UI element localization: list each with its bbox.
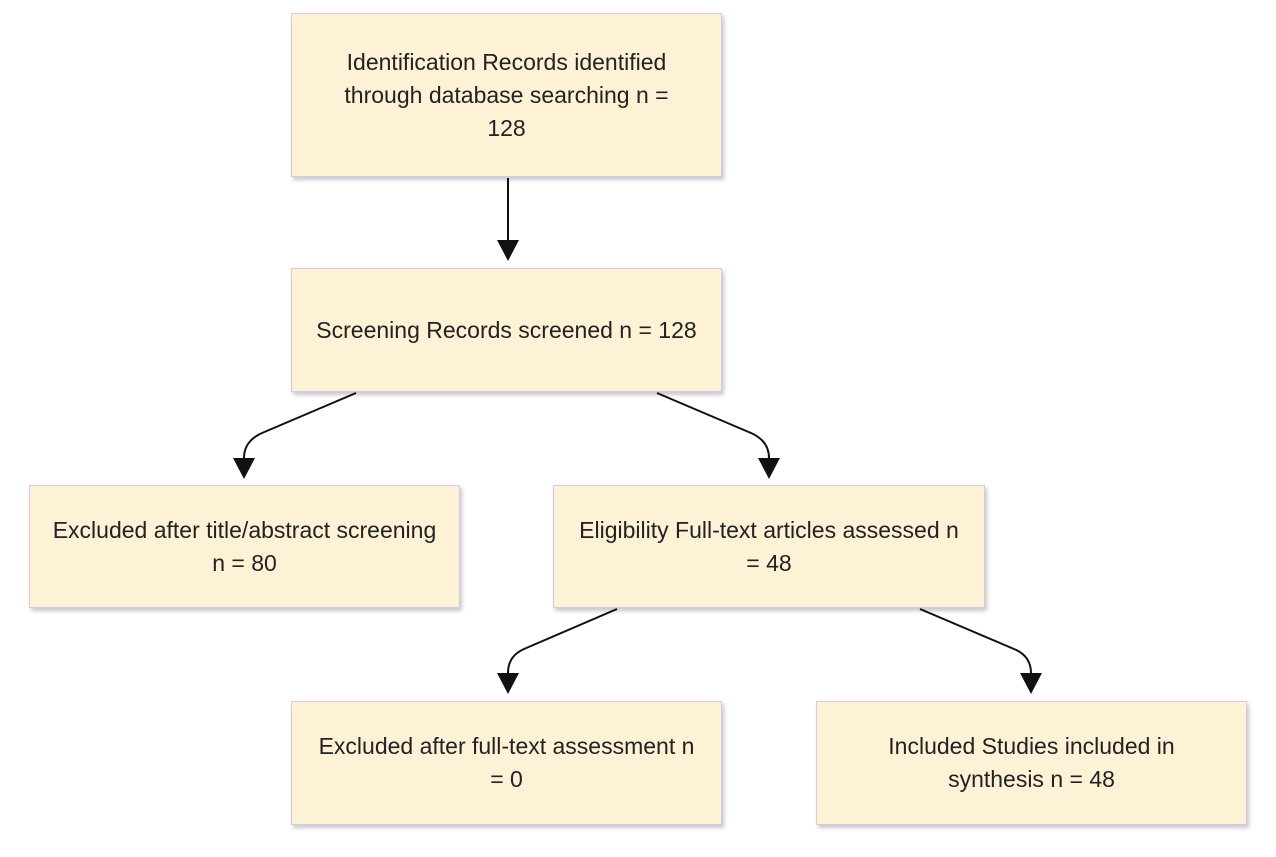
node-excluded-full-text-label: Excluded after full-text assessment n = … bbox=[318, 733, 695, 792]
node-excluded-title-abstract-label: Excluded after title/abstract screening … bbox=[52, 516, 437, 576]
arrowhead-included bbox=[1020, 673, 1042, 694]
edge-eligibility-to-included bbox=[919, 608, 1032, 674]
node-screening-label: Screening Records screened n = 128 bbox=[316, 316, 697, 343]
arrowhead-excluded-full-text bbox=[497, 673, 519, 694]
node-screening: Screening Records screened n = 128 bbox=[291, 268, 722, 392]
edge-screening-to-eligibility bbox=[656, 392, 770, 459]
node-included-label: Included Studies included in synthesis n… bbox=[888, 733, 1175, 792]
node-included: Included Studies included in synthesis n… bbox=[816, 701, 1247, 825]
node-identification-label: Identification Records identified throug… bbox=[344, 48, 669, 141]
edge-eligibility-to-excluded-full-text bbox=[507, 608, 618, 674]
node-eligibility-label: Eligibility Full-text articles assessed … bbox=[579, 516, 959, 576]
arrowhead-eligibility bbox=[758, 458, 780, 479]
node-eligibility: Eligibility Full-text articles assessed … bbox=[553, 485, 985, 608]
arrowhead-screening bbox=[497, 240, 519, 261]
node-excluded-title-abstract: Excluded after title/abstract screening … bbox=[29, 485, 460, 608]
edge-screening-to-excluded-title-abstract bbox=[243, 392, 357, 459]
node-excluded-full-text: Excluded after full-text assessment n = … bbox=[291, 701, 722, 825]
arrowhead-excluded-title-abstract bbox=[233, 458, 255, 479]
node-identification: Identification Records identified throug… bbox=[291, 13, 722, 177]
